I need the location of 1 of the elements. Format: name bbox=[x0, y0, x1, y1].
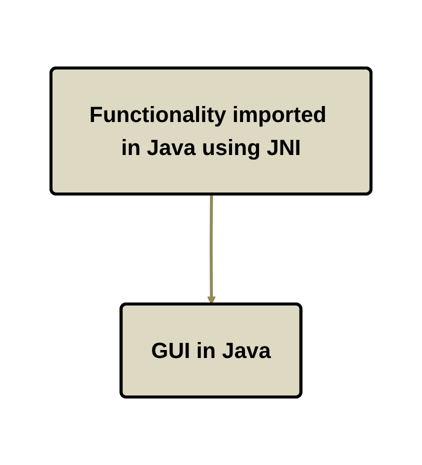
arrow bbox=[207, 194, 216, 305]
